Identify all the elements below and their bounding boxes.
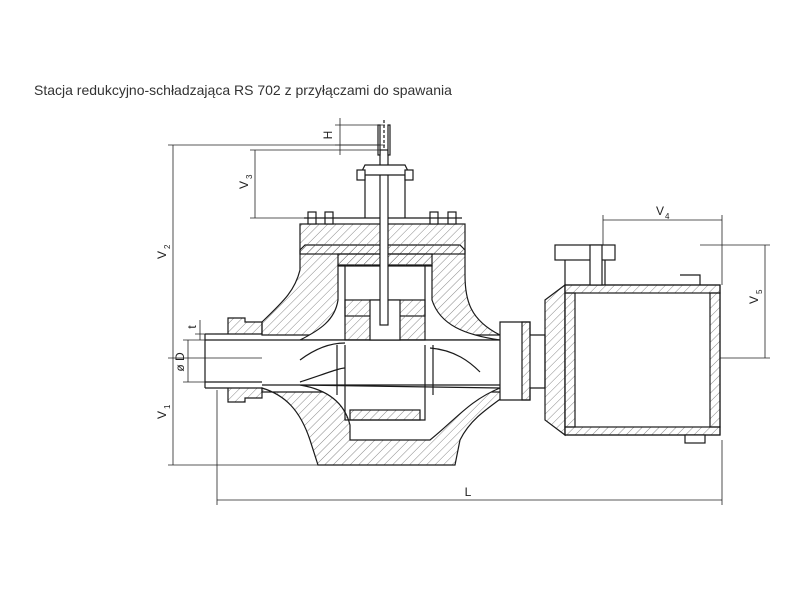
- valve-stem: [379, 149, 389, 326]
- svg-text:1: 1: [163, 404, 172, 409]
- page-title: Stacja redukcyjno-schładzająca RS 702 z …: [34, 82, 452, 98]
- svg-text:2: 2: [163, 244, 172, 249]
- dim-V5: V: [747, 296, 761, 304]
- cooler-drum: [564, 284, 721, 436]
- inlet-pipe-lower: [205, 387, 263, 403]
- dim-H: H: [321, 131, 335, 140]
- dim-V2: V: [155, 251, 169, 259]
- dim-V1: V: [155, 411, 169, 419]
- svg-text:3: 3: [245, 174, 254, 179]
- dim-D: ø D: [173, 352, 187, 372]
- dim-L: L: [465, 485, 472, 499]
- svg-text:4: 4: [665, 212, 670, 221]
- dim-V4: V: [656, 204, 664, 218]
- dim-V3: V: [237, 181, 251, 189]
- valve-body: [204, 120, 512, 466]
- cooler-section: [499, 244, 721, 444]
- dimension-labels: H V 3 V 2 V 1 t ø D L V 4 V 5: [155, 131, 764, 499]
- inlet-pipe: [205, 317, 263, 335]
- dim-t: t: [185, 325, 199, 329]
- outlet-flange: [554, 244, 616, 261]
- dimension-lines: [168, 118, 770, 505]
- svg-text:5: 5: [755, 289, 764, 294]
